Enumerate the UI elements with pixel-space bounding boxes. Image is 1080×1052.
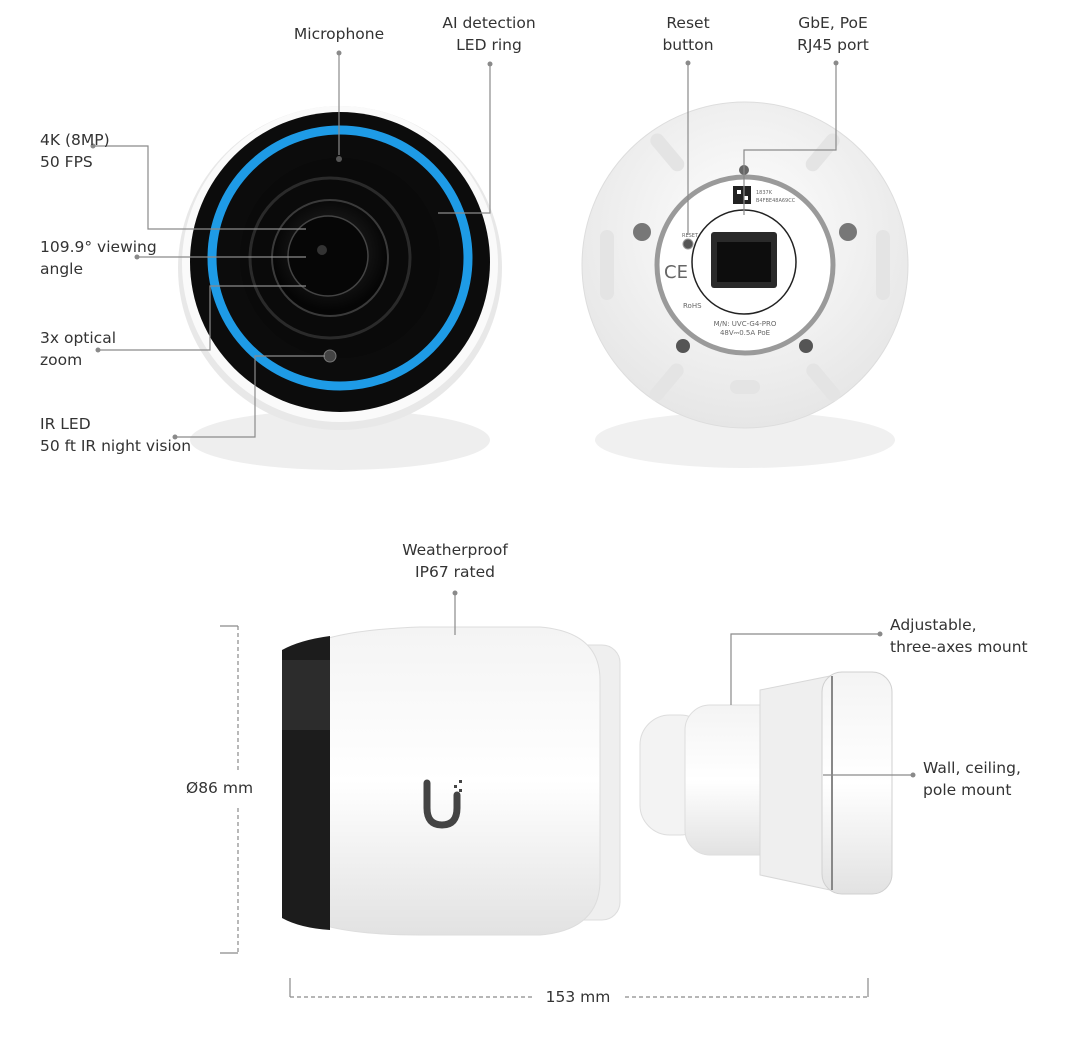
label-microphone: Microphone: [293, 25, 385, 43]
device-label-text: RESET 1837K B4FBE48A69CC CE RoHS M/N: UV…: [664, 190, 796, 337]
front-camera: [178, 106, 502, 470]
rohs-mark: RoHS: [683, 302, 702, 310]
serial-2: B4FBE48A69CC: [756, 198, 796, 204]
model-number: M/N: UVC-G4-PRO: [714, 320, 777, 328]
leader-lines: [93, 53, 913, 998]
serial-1: 1837K: [756, 190, 773, 196]
dimension-diameter: Ø86 mm: [186, 779, 254, 797]
qr-code: [733, 186, 751, 204]
ce-mark: CE: [664, 262, 688, 283]
back-camera: [581, 101, 909, 468]
led-ring: [207, 125, 473, 391]
leader-dots: [90, 50, 916, 778]
label-adjustable-mount: Adjustable,three-axes mount: [890, 616, 1028, 656]
ubiquiti-logo: [423, 779, 461, 829]
label-resolution: 4K (8MP)50 FPS: [40, 131, 110, 171]
reset-hole: [682, 238, 694, 250]
side-camera: [282, 626, 893, 936]
power-rating: 48V⎓0.5A PoE: [720, 329, 770, 337]
dimension-length: 153 mm: [545, 988, 611, 1006]
label-wall-mount: Wall, ceiling,pole mount: [923, 759, 1021, 799]
reset-text: RESET: [682, 233, 699, 239]
